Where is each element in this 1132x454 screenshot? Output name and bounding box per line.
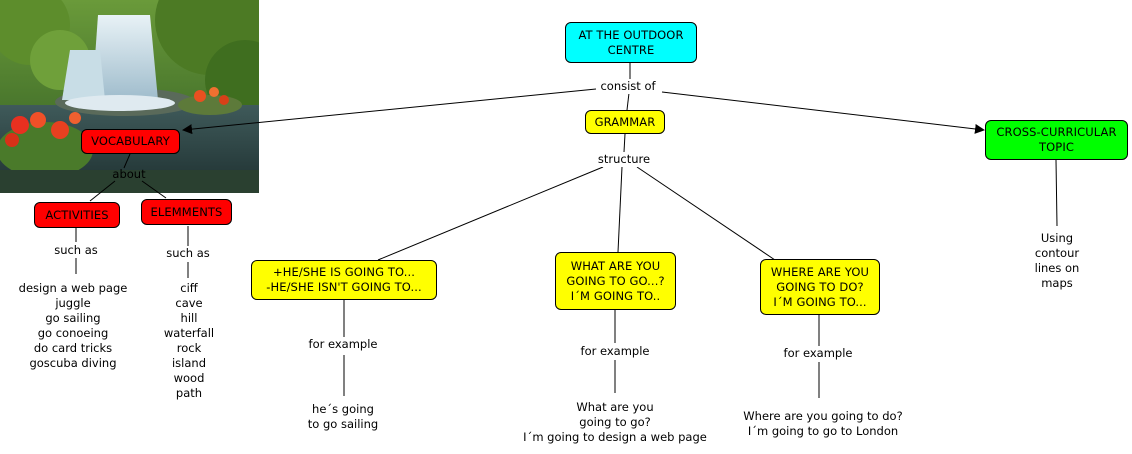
edge-about-activities [89,180,116,202]
edge-structure-where [636,166,776,261]
leaf-contour-lines: Using contour lines on maps [1019,231,1095,291]
link-such-as-elements: such as [163,246,213,261]
edge-consist-grammar [626,92,630,111]
node-elements[interactable]: ELEMMENTS [141,199,232,225]
node-he-she-is-going-to[interactable]: +HE/SHE IS GOING TO... -HE/SHE ISN'T GOI… [251,260,437,300]
link-such-as-activities: such as [51,243,101,258]
link-for-example-2: for example [577,344,653,359]
node-at-the-outdoor-centre[interactable]: AT THE OUTDOOR CENTRE [565,22,697,63]
link-for-example-3: for example [780,346,856,361]
edge-cross-contour [1055,159,1058,227]
edge-consist-cross [661,91,985,134]
leaf-elements-list: ciff cave hill waterfall rock island woo… [160,281,218,401]
leaf-activities-list: design a web page juggle go sailing go c… [15,281,131,371]
node-where-are-you-going-to-do[interactable]: WHERE ARE YOU GOING TO DO? I´M GOING TO.… [760,259,880,315]
edge-vocab-about [123,153,131,169]
leaf-example-3: Where are you going to do? I´m going to … [740,409,906,439]
edge-structure-goingto [377,166,604,261]
edge-about-elements [141,180,167,199]
node-vocabulary[interactable]: VOCABULARY [81,129,180,154]
link-consist-of: consist of [597,79,659,94]
node-cross-curricular-topic[interactable]: CROSS-CURRICULAR TOPIC [985,120,1128,160]
edge-structure-what [617,166,623,253]
node-activities[interactable]: ACTIVITIES [34,202,120,228]
node-what-are-you-going-to-go[interactable]: WHAT ARE YOU GOING TO GO...? I´M GOING T… [555,252,676,310]
edge-grammar-structure [623,133,626,153]
node-grammar[interactable]: GRAMMAR [585,110,665,134]
leaf-example-2: What are you going to go? I´m going to d… [520,400,710,445]
link-structure: structure [594,152,654,167]
link-about: about [112,167,146,181]
edge-consist-vocabulary [182,88,597,135]
leaf-example-1: he´s going to go sailing [304,402,382,432]
link-for-example-1: for example [305,337,381,352]
